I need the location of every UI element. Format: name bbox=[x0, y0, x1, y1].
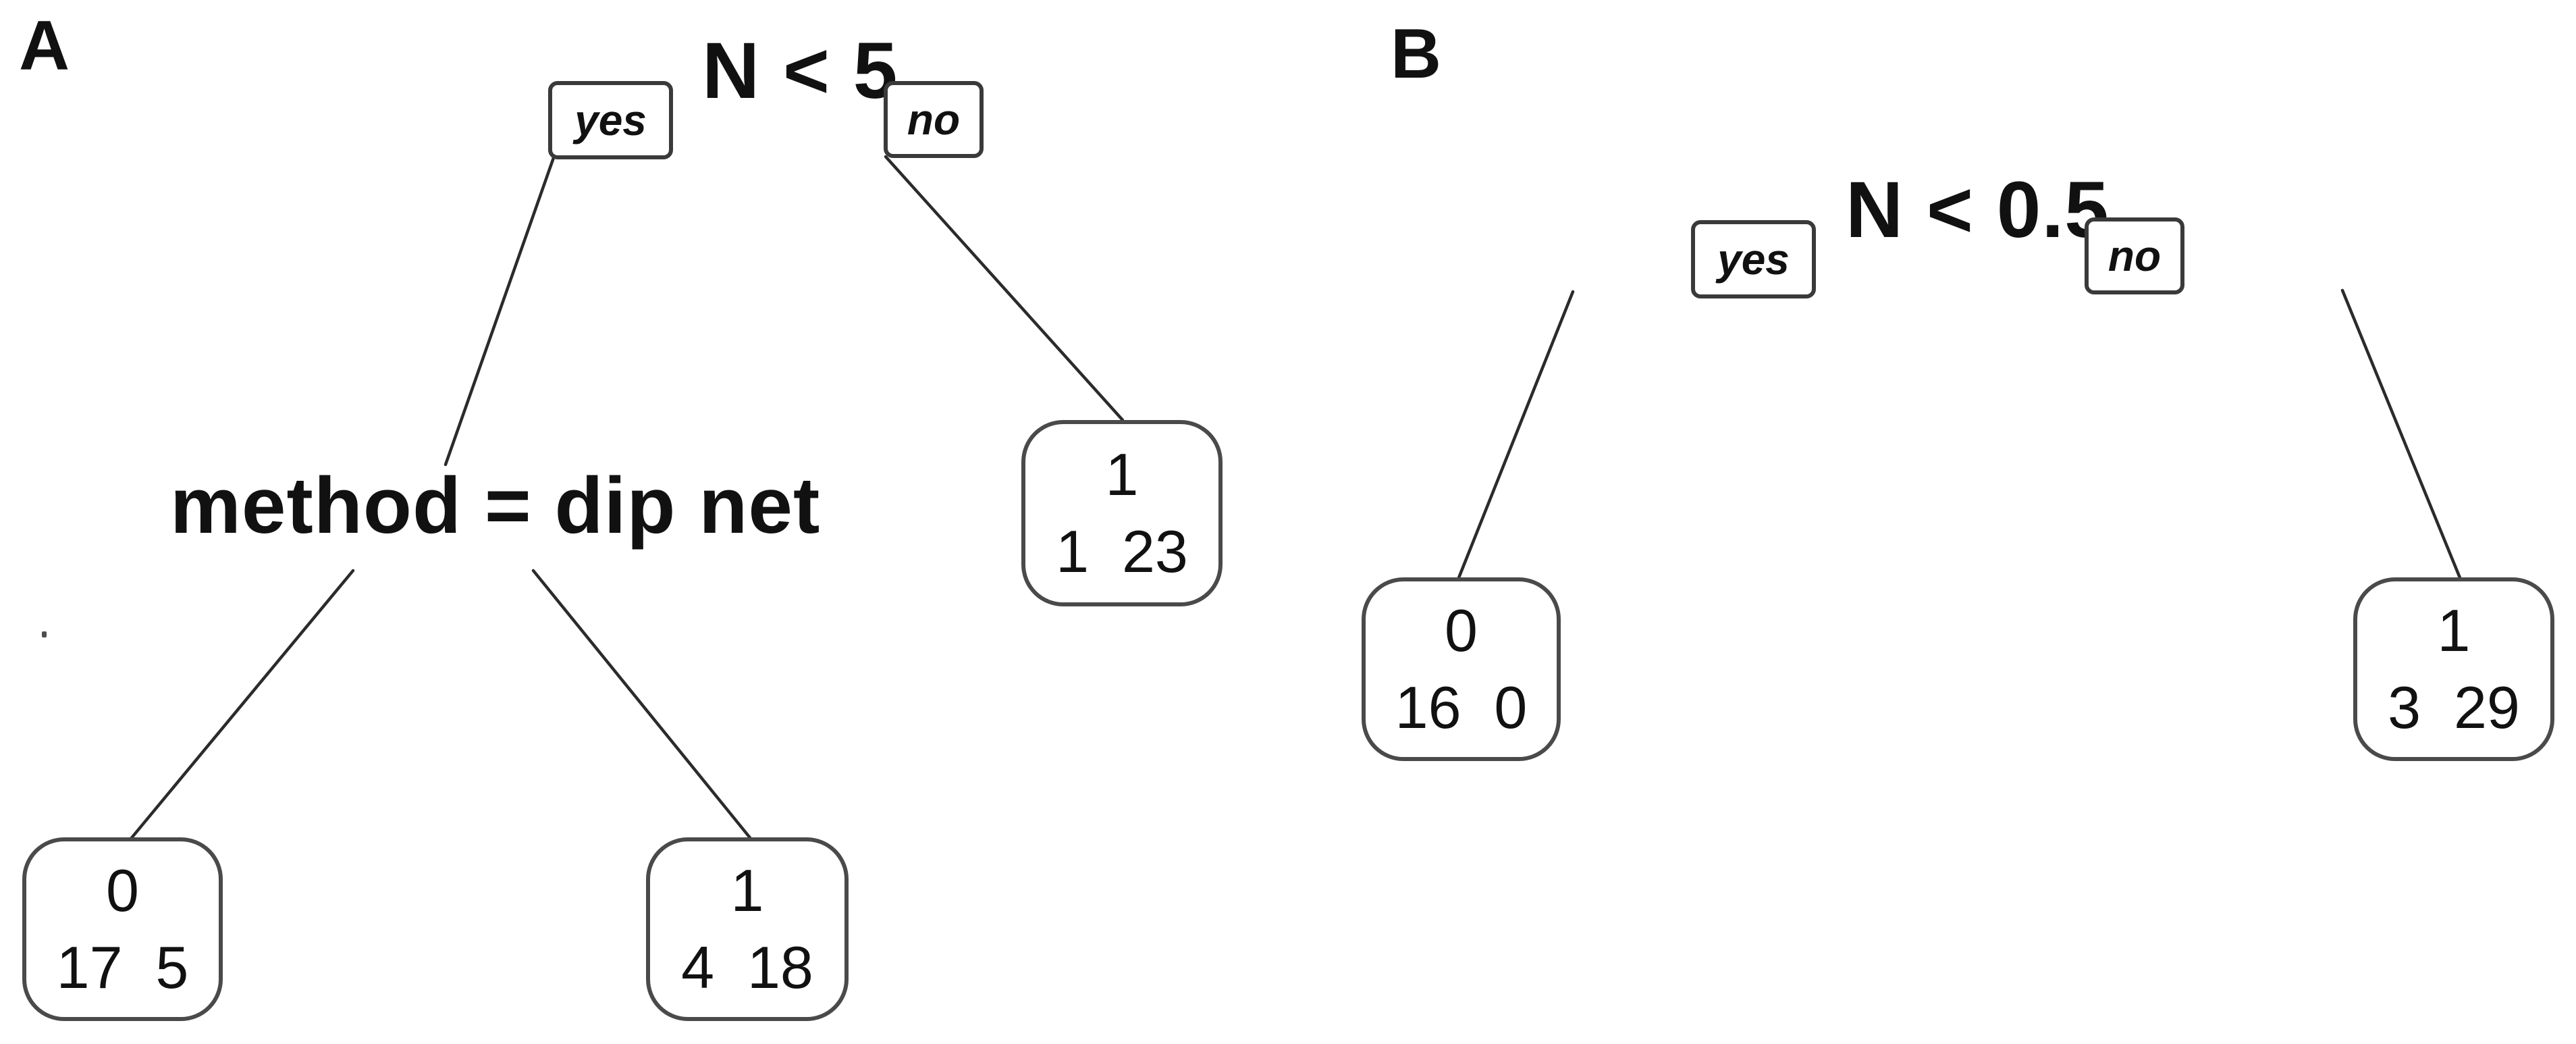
leaf-class-a-2: 1 bbox=[730, 857, 764, 924]
edge-a-root-yes bbox=[444, 152, 557, 467]
leaf-node-a-1[interactable]: 0 17 5 bbox=[22, 837, 223, 1021]
branch-label-a-yes-text: yes bbox=[574, 96, 647, 145]
leaf-counts-a-2: 4 18 bbox=[681, 934, 813, 1001]
edge-b-root-yes bbox=[1456, 290, 1575, 581]
leaf-class-b-2: 1 bbox=[2437, 597, 2471, 664]
leaf-node-b-1[interactable]: 0 16 0 bbox=[1362, 577, 1561, 761]
panel-label-a: A bbox=[19, 7, 70, 85]
split-label-a-internal: method = dip net bbox=[170, 461, 821, 550]
leaf-counts-a-3: 1 23 bbox=[1056, 518, 1188, 585]
leaf-node-a-2[interactable]: 1 4 18 bbox=[646, 837, 849, 1021]
leaf-counts-b-1: 16 0 bbox=[1395, 674, 1528, 741]
leaf-node-a-3[interactable]: 1 1 23 bbox=[1021, 420, 1223, 606]
edge-a-internal-right bbox=[531, 569, 753, 841]
leaf-class-a-1: 0 bbox=[106, 857, 139, 924]
split-label-a-root: N < 5 bbox=[702, 26, 898, 115]
edge-b-root-no bbox=[2340, 288, 2463, 581]
branch-label-a-no[interactable]: no bbox=[884, 81, 984, 158]
edge-a-root-no bbox=[884, 155, 1125, 422]
leaf-class-b-1: 0 bbox=[1445, 597, 1478, 664]
branch-label-b-no[interactable]: no bbox=[2085, 217, 2184, 294]
branch-label-b-yes-text: yes bbox=[1717, 235, 1790, 284]
branch-label-a-yes[interactable]: yes bbox=[548, 81, 673, 159]
leaf-counts-b-2: 3 29 bbox=[2388, 674, 2520, 741]
branch-label-b-no-text: no bbox=[2108, 232, 2162, 280]
branch-label-a-no-text: no bbox=[907, 95, 961, 144]
split-label-b-root: N < 0.5 bbox=[1846, 165, 2110, 255]
leaf-class-a-3: 1 bbox=[1105, 441, 1139, 508]
edge-a-internal-left bbox=[128, 569, 355, 841]
branch-label-b-yes[interactable]: yes bbox=[1691, 220, 1816, 298]
scan-artifact-speck bbox=[42, 631, 47, 637]
panel-label-b: B bbox=[1391, 15, 1441, 93]
leaf-counts-a-1: 17 5 bbox=[56, 934, 189, 1001]
leaf-node-b-2[interactable]: 1 3 29 bbox=[2353, 577, 2554, 761]
